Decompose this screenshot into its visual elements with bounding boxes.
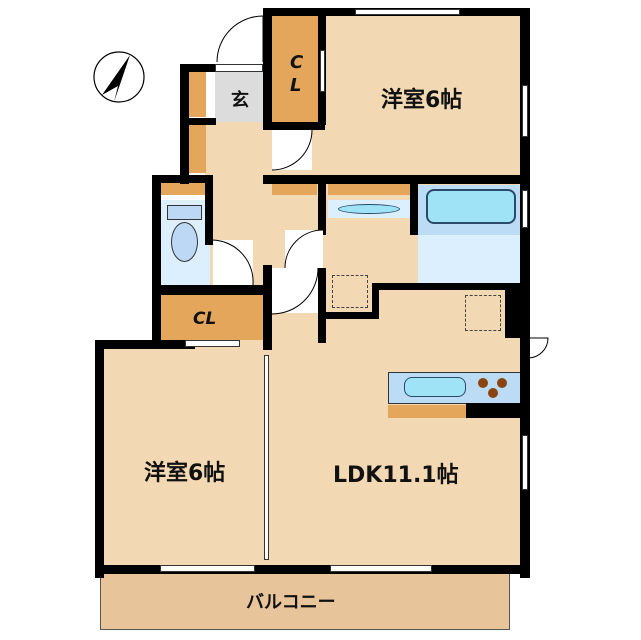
window-upper-right <box>522 85 528 137</box>
wall <box>372 283 379 319</box>
sliding-door-partition <box>264 355 269 560</box>
shelf-washroom <box>328 183 410 195</box>
wall <box>326 312 376 319</box>
closet-door-upper <box>320 50 325 92</box>
wall <box>152 285 272 295</box>
entrance-step <box>215 64 263 72</box>
ldk-room <box>270 290 530 570</box>
door-swing-icon <box>216 15 264 63</box>
window-top <box>355 9 460 15</box>
compass <box>92 50 146 104</box>
fridge-space <box>465 295 501 331</box>
balcony-label: バルコニー <box>246 592 336 613</box>
western-room-lower <box>100 340 270 570</box>
closet-upper <box>272 15 320 123</box>
shelf-hall <box>272 183 317 195</box>
window-ldk-bottom-1 <box>330 565 432 572</box>
wall <box>410 175 418 235</box>
door-swing-icon <box>271 267 319 315</box>
wall <box>152 175 210 183</box>
wall <box>318 175 326 235</box>
ldk-label: LDK11.1帖 <box>333 463 459 488</box>
closet-lower <box>160 295 265 340</box>
wall <box>263 265 272 345</box>
side-storage-2 <box>188 125 206 173</box>
wall <box>95 340 195 349</box>
north-arrow-icon <box>93 51 145 103</box>
wash-basin <box>338 204 400 214</box>
wall <box>318 268 326 343</box>
wall <box>180 64 215 72</box>
wall <box>505 283 523 338</box>
toilet-bowl <box>171 222 198 262</box>
balcony <box>100 570 510 630</box>
kitchen-cabinet <box>388 405 466 418</box>
wall <box>263 8 272 130</box>
wall <box>372 283 530 290</box>
window-lower-left <box>160 565 255 572</box>
closet-lower-label: CL <box>193 309 217 329</box>
door-swing-icon <box>271 129 313 171</box>
side-storage-1 <box>188 72 206 117</box>
wall <box>95 340 104 578</box>
wall <box>205 175 213 245</box>
wall <box>205 195 213 202</box>
western-room-upper-label: 洋室6帖 <box>381 88 463 113</box>
entrance <box>215 72 265 122</box>
wall <box>263 122 325 130</box>
kitchen-sink <box>404 377 466 397</box>
wall <box>188 118 216 125</box>
wall <box>152 175 161 345</box>
closet-upper-label-l: L <box>290 75 302 96</box>
door-swing-icon <box>527 337 549 359</box>
door-swing-icon <box>212 239 254 286</box>
entrance-label: 玄 <box>231 90 249 111</box>
wall <box>263 175 530 184</box>
window-bath <box>522 190 528 228</box>
stove-burner-3 <box>488 388 498 398</box>
toilet-tank <box>167 205 202 220</box>
closet-upper-label-c: C <box>290 52 304 73</box>
wall <box>180 64 189 184</box>
window-ldk-right <box>522 435 528 490</box>
wall <box>263 340 272 350</box>
stove-burner-2 <box>497 378 507 388</box>
wall <box>95 565 530 574</box>
closet-door-lower <box>185 340 240 347</box>
bathtub <box>426 189 516 224</box>
washer-space <box>332 275 368 308</box>
door-swing-icon <box>284 229 324 269</box>
shelf-toilet <box>160 183 205 195</box>
western-room-lower-label: 洋室6帖 <box>144 461 226 486</box>
wall <box>520 8 530 578</box>
stove-burner-1 <box>478 378 488 388</box>
kitchen-cabinet-dark <box>466 403 523 418</box>
